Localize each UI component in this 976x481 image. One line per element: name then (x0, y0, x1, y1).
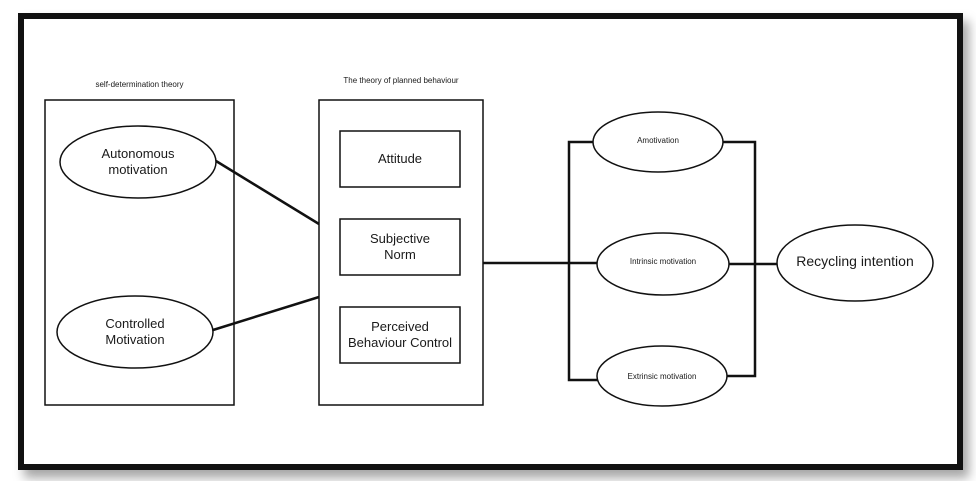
intrinsic-motivation-node (596, 232, 730, 296)
recycling-intention-label: Recycling intention (796, 253, 914, 270)
left-bracket-connector (567, 140, 599, 382)
perceived-behaviour-control-label-line1: Perceived (371, 318, 429, 334)
sdt-title: self-determination theory (95, 80, 184, 89)
attitude-label: Attitude (377, 150, 423, 166)
perceived-behaviour-control-label: Perceived Behaviour Control (335, 307, 465, 363)
subjective-norm-node (339, 218, 461, 276)
amotivation-node (592, 111, 724, 173)
amotivation-label: Amotivation (637, 136, 679, 145)
controlled-motivation-node (56, 295, 214, 369)
subjective-norm-label: Subjective Norm (340, 219, 460, 275)
controlled-motivation-label: Controlled Motivation (61, 312, 209, 352)
perceived-behaviour-control-label-line2: Behaviour Control (347, 335, 453, 350)
recycling-intention-node (776, 224, 934, 302)
perceived-behaviour-control-node (339, 306, 461, 364)
tpb-title: The theory of planned behaviour (343, 76, 459, 85)
autonomous-to-tpb-connector (215, 159, 320, 226)
autonomous-motivation-label-line2: motivation (108, 162, 168, 177)
autonomous-motivation-label: Autonomous motivation (64, 142, 212, 182)
extrinsic-motivation-node (596, 345, 728, 407)
intrinsic-motivation-label: Intrinsic motivation (629, 257, 697, 266)
autonomous-motivation-label-line1: Autonomous (101, 145, 175, 161)
controlled-motivation-label-line2: Motivation (105, 332, 165, 347)
attitude-node (339, 130, 461, 188)
controlled-to-tpb-connector (212, 295, 320, 332)
right-bracket-connector (723, 140, 757, 378)
extrinsic-motivation-label: Extrinsic motivation (627, 372, 697, 381)
controlled-motivation-label-line1: Controlled (105, 315, 165, 331)
subjective-norm-label-line2: Norm (384, 247, 416, 262)
subjective-norm-label-line1: Subjective (370, 230, 430, 246)
